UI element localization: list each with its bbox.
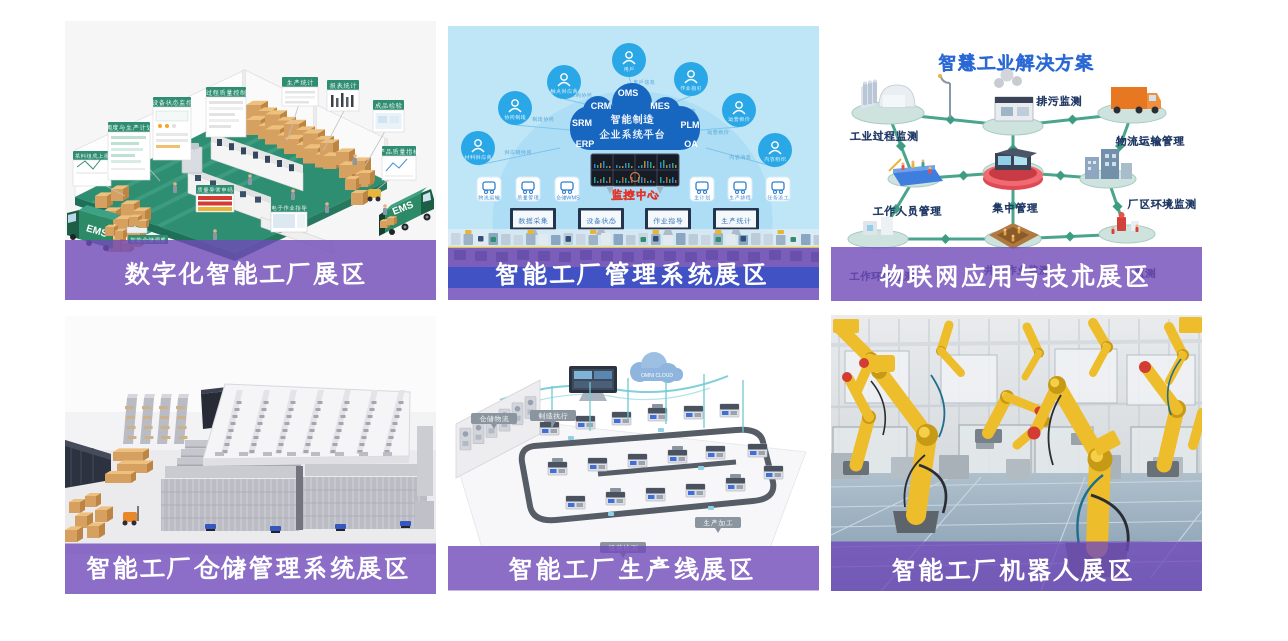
svg-text:ERP: ERP: [576, 139, 595, 149]
svg-text:CRM: CRM: [591, 101, 612, 111]
svg-text:OA: OA: [684, 139, 698, 149]
svg-text:OMS: OMS: [618, 88, 639, 98]
svg-text:SRM: SRM: [572, 118, 592, 128]
svg-text:OMNI CLOUD: OMNI CLOUD: [641, 373, 673, 379]
svg-text:MES: MES: [650, 101, 670, 111]
svg-text:PLM: PLM: [681, 120, 700, 130]
svg-text:WMS: WMS: [566, 196, 580, 202]
